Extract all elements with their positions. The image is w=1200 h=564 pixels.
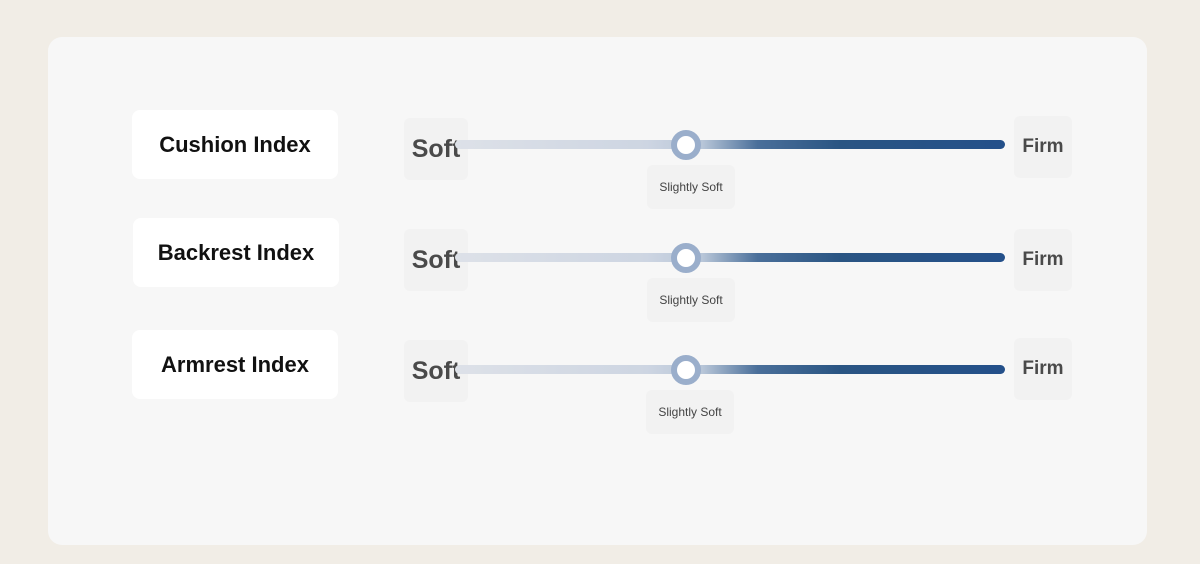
slider-title: Backrest Index	[157, 239, 315, 265]
slider-title: Cushion Index	[159, 131, 311, 157]
slider-track[interactable]	[455, 365, 1005, 374]
slider-row-armrest: Armrest Index Soft Firm Slightly Soft	[48, 330, 1147, 434]
slider-value-label: Slightly Soft	[646, 390, 734, 434]
slider-thumb[interactable]	[671, 355, 701, 385]
slider-title: Armrest Index	[161, 351, 309, 377]
firm-label: Firm	[1014, 229, 1072, 291]
slider-title-card: Cushion Index	[132, 110, 338, 179]
soft-label: Soft	[404, 118, 468, 180]
slider-value-label: Slightly Soft	[647, 278, 735, 322]
slider-value-label: Slightly Soft	[647, 165, 735, 209]
slider-track[interactable]	[455, 253, 1005, 262]
slider-row-backrest: Backrest Index Soft Firm Slightly Soft	[48, 218, 1147, 322]
slider-row-cushion: Cushion Index Soft Firm Slightly Soft	[48, 110, 1147, 209]
firmness-panel: Cushion Index Soft Firm Slightly Soft Ba…	[48, 37, 1147, 545]
slider-title-card: Backrest Index	[133, 218, 339, 287]
firm-label: Firm	[1014, 116, 1072, 178]
firm-label: Firm	[1014, 338, 1072, 400]
slider-thumb[interactable]	[671, 130, 701, 160]
slider-thumb[interactable]	[671, 243, 701, 273]
slider-track[interactable]	[455, 140, 1005, 149]
slider-title-card: Armrest Index	[132, 330, 338, 399]
